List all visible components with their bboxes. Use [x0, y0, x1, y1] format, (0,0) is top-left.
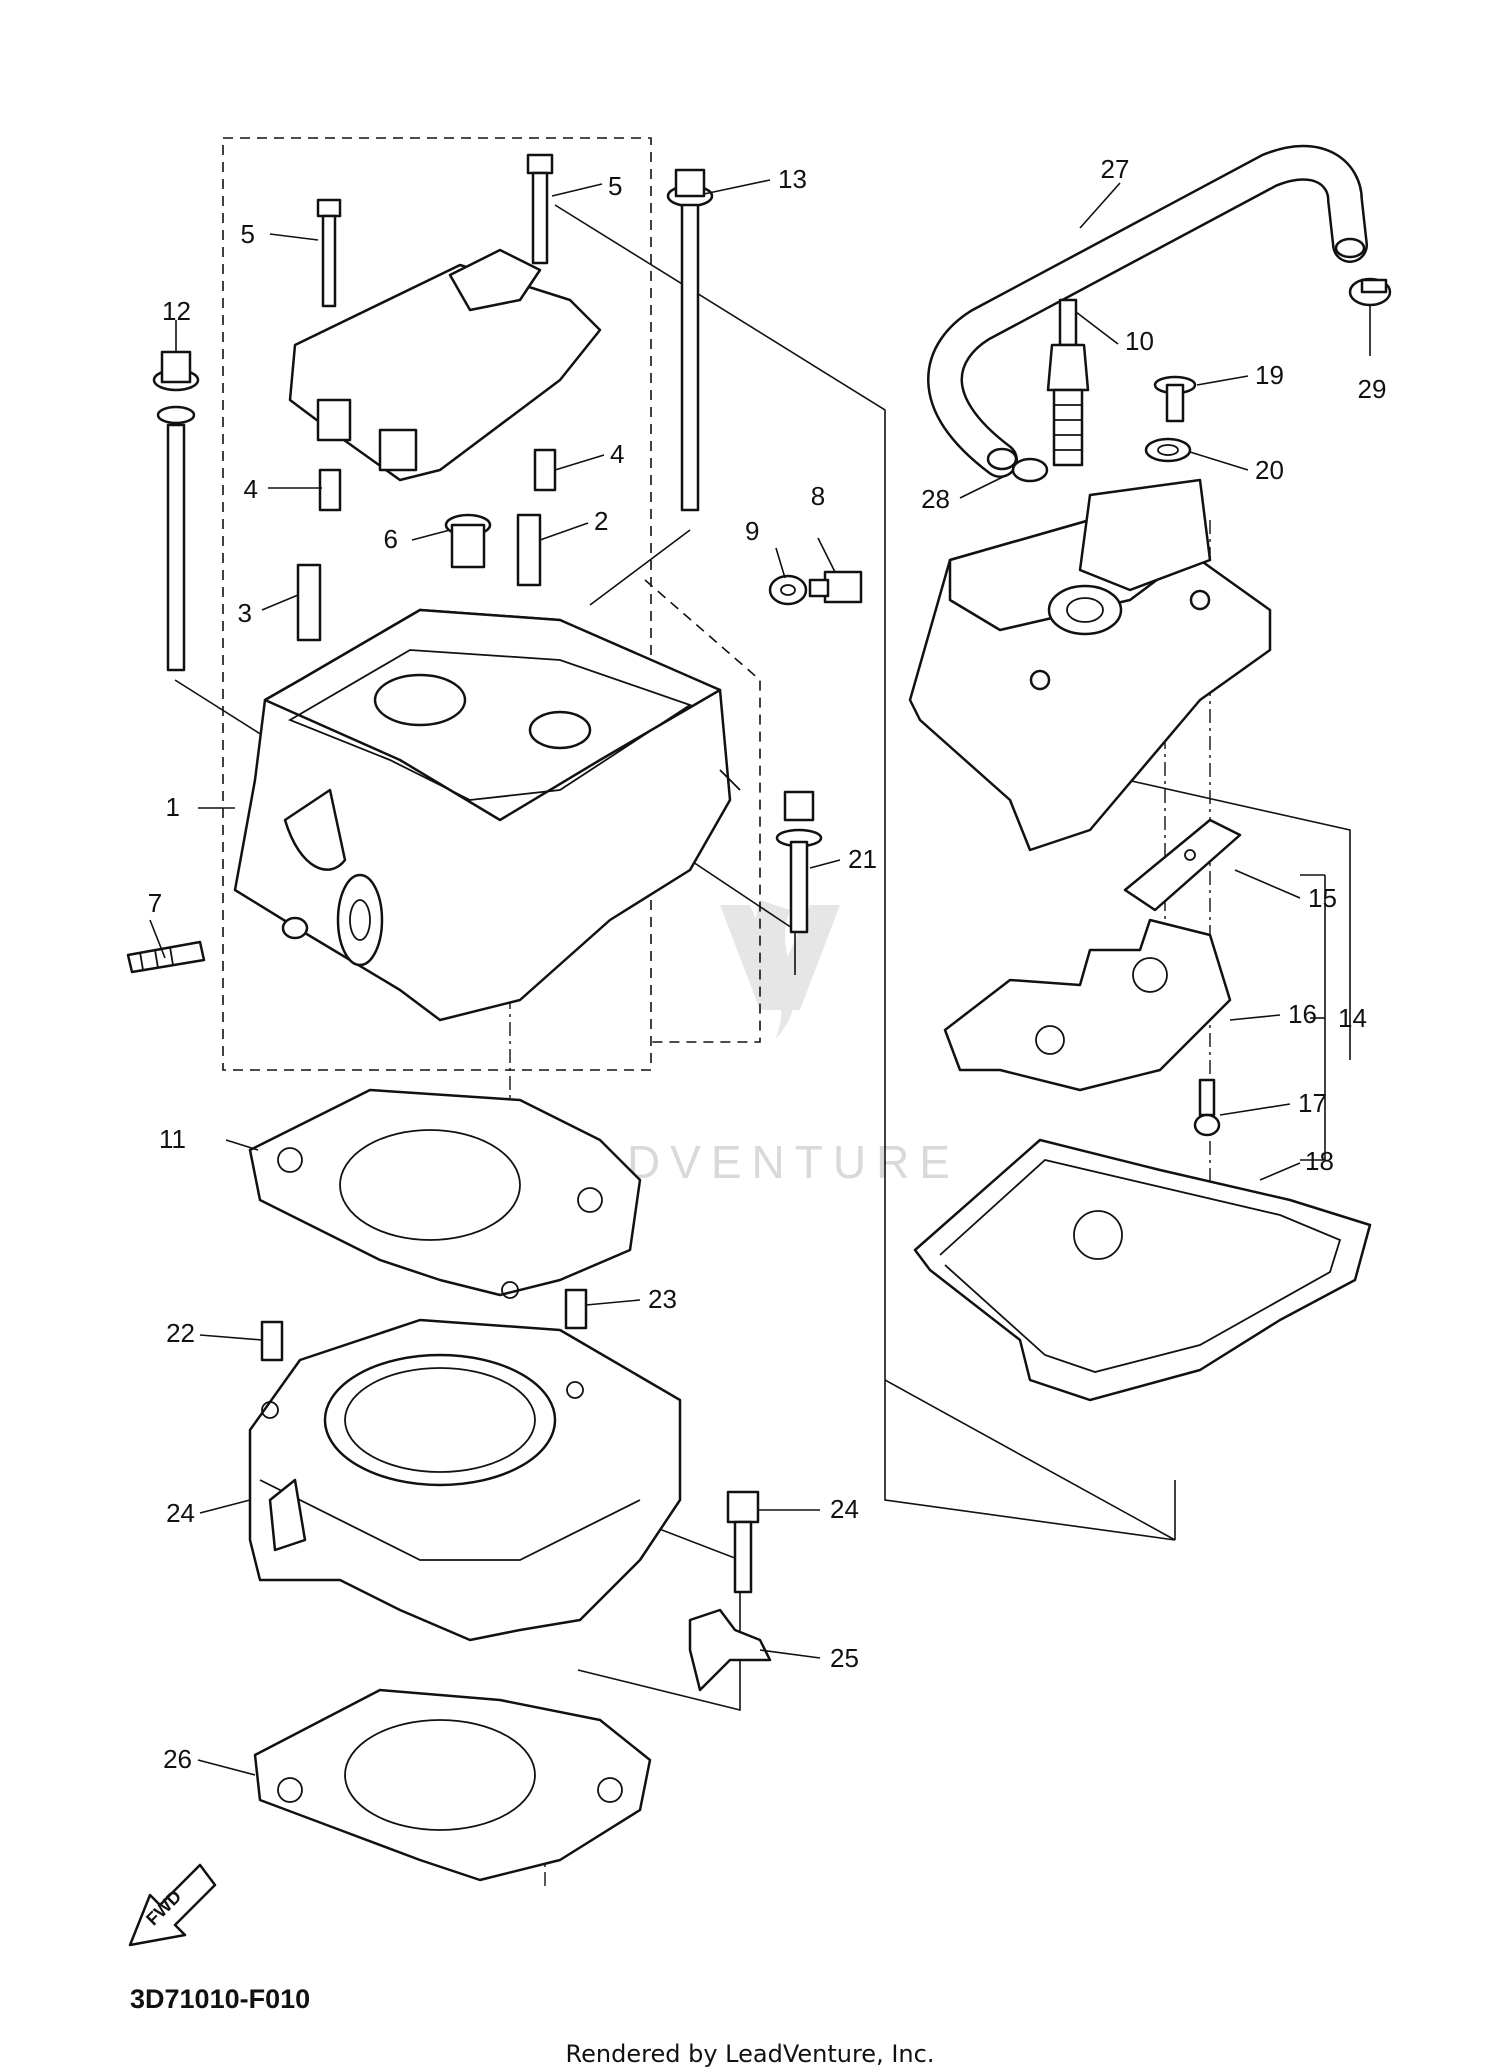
leader-lines [149, 179, 1371, 1776]
callout-23: 21 [848, 844, 877, 874]
camshaft-cap [288, 153, 602, 512]
callout-5b: 5 [608, 171, 622, 201]
dashed-groupings [222, 137, 761, 1071]
callout-labels: 5 5 13 12 4 4 6 2 3 1 7 8 9 10 19 20 28 … [148, 154, 1387, 1774]
render-credit: Rendered by LeadVenture, Inc. [566, 2040, 935, 2068]
callout-11: 11 [159, 1124, 186, 1154]
callout-15: 15 [1308, 883, 1337, 913]
fwd-arrow: FWD [128, 1863, 217, 1947]
spark-plug [1046, 298, 1090, 467]
callout-22: 26 [163, 1744, 192, 1774]
callout-10: 10 [1125, 326, 1154, 356]
cover-screw [1193, 1078, 1221, 1137]
callout-5a: 5 [241, 219, 255, 249]
long-bolts [152, 168, 714, 672]
callout-26: 25 [830, 1643, 859, 1673]
callout-4a: 4 [244, 474, 258, 504]
cylinder-head [233, 608, 741, 1022]
callout-21: 24 [166, 1498, 195, 1528]
cover-plate [1123, 818, 1242, 912]
diagram-code: 3D71010-F010 [130, 1984, 310, 2014]
cylinder-base-gasket [253, 1688, 652, 1882]
callout-28: 28 [921, 484, 950, 514]
stud-bolt [126, 940, 206, 974]
head-bolt-23 [775, 790, 823, 934]
callout-16: 16 [1288, 999, 1317, 1029]
callout-3: 3 [238, 598, 252, 628]
cover-bolt-and-grommet [1144, 375, 1197, 463]
callout-27: 27 [1101, 154, 1130, 184]
dowel-pins [260, 1288, 588, 1362]
cover-frame-gasket [913, 1138, 1372, 1402]
cylinder-block [248, 1318, 682, 1642]
cover-gasket [943, 918, 1232, 1092]
hose-clamps [1011, 277, 1392, 483]
callout-20: 20 [1255, 455, 1284, 485]
callout-6: 6 [384, 524, 398, 554]
callout-14: 14 [1338, 1003, 1367, 1033]
valve-parts [296, 513, 542, 642]
callout-7: 7 [148, 888, 162, 918]
callout-18: 18 [1305, 1146, 1334, 1176]
callout-9: 9 [745, 516, 759, 546]
callout-25: 24 [830, 1494, 859, 1524]
callout-4b: 4 [610, 439, 624, 469]
callout-13: 13 [778, 164, 807, 194]
oil-check-bolt [768, 570, 863, 606]
breather-hose [927, 144, 1368, 478]
callout-8: 8 [811, 481, 825, 511]
callout-1: 1 [166, 792, 180, 822]
callout-17: 17 [1298, 1088, 1327, 1118]
cylinder-head-gasket [248, 1088, 642, 1299]
callout-29: 29 [1358, 374, 1387, 404]
cylinder-head-cover [908, 478, 1272, 852]
callout-24b: 23 [648, 1284, 677, 1314]
callout-12: 12 [162, 296, 191, 326]
callout-24a: 22 [166, 1318, 195, 1348]
callout-2: 2 [594, 506, 608, 536]
callout-19: 19 [1255, 360, 1284, 390]
cylinder-bolt-and-guide [688, 1490, 772, 1692]
